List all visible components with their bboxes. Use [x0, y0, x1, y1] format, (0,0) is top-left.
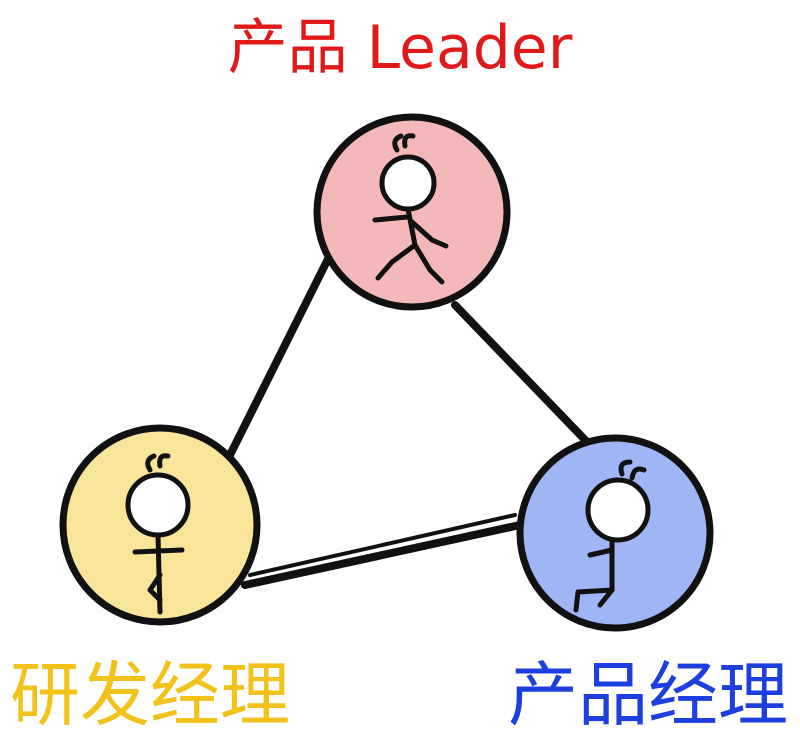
- connector-lines: [221, 251, 594, 589]
- label-product-manager: 产品经理: [508, 654, 788, 736]
- standing-person-icon: [125, 453, 191, 615]
- node-product-manager: [516, 434, 714, 632]
- running-person-icon: [372, 133, 449, 285]
- label-product-leader: 产品 Leader: [227, 13, 573, 83]
- edge-left-right: [241, 521, 524, 589]
- edge-left-right-2: [248, 513, 517, 577]
- node-circle: [313, 113, 511, 311]
- sitting-person-icon: [573, 459, 651, 613]
- node-product-leader: [313, 113, 511, 311]
- label-dev-manager: 研发经理: [10, 654, 290, 736]
- edge-top-right: [451, 301, 594, 449]
- edge-top-left: [221, 251, 334, 469]
- node-dev-manager: [59, 424, 261, 626]
